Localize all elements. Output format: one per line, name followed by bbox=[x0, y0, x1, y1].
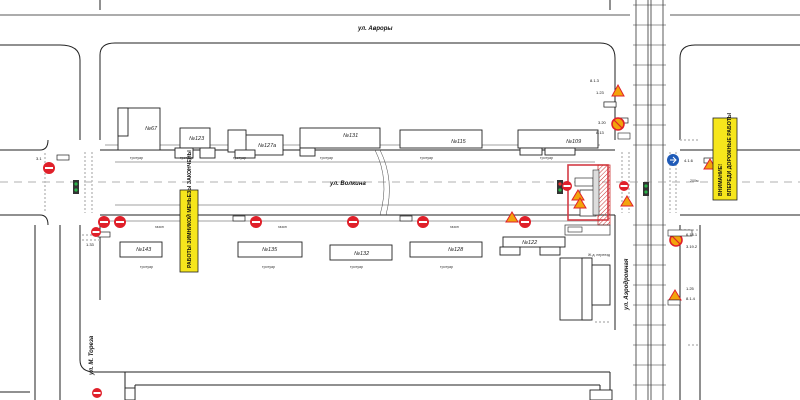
house-122-label: №122 bbox=[522, 240, 537, 246]
svg-text:тротуар: тротуар bbox=[262, 265, 275, 269]
house-131-label: №131 bbox=[343, 133, 358, 139]
no-turn-icon bbox=[611, 117, 625, 131]
sign-number-labels: 1.25 8.1.4 6.18.1 3.19.2 4.1.6 8.1.3 1.2… bbox=[36, 78, 698, 301]
traffic-light-right bbox=[643, 182, 649, 196]
no-entry-signs bbox=[43, 162, 629, 398]
roadwork-warning-icon bbox=[571, 189, 585, 201]
yellow-board-right-text-1: ВНИМАНИЕ! bbox=[718, 164, 724, 196]
svg-text:200м: 200м bbox=[690, 179, 699, 183]
yellow-board-right-text-2: ВПЕРЕДИ ДОРОЖНЫЕ РАБОТЫ bbox=[727, 113, 733, 196]
house-127a-label: №127а bbox=[258, 143, 276, 149]
roadwork-warning-icon bbox=[505, 211, 519, 223]
svg-text:3.19.2: 3.19.2 bbox=[686, 244, 698, 249]
svg-text:тротуар: тротуар bbox=[350, 265, 363, 269]
svg-text:тротуар: тротуар bbox=[140, 265, 153, 269]
yellow-board-right bbox=[712, 117, 738, 201]
house-143-label: №143 bbox=[136, 247, 152, 253]
traffic-light-worksite bbox=[557, 180, 563, 194]
svg-text:тротуар: тротуар bbox=[420, 156, 433, 160]
svg-text:3.20: 3.20 bbox=[598, 120, 607, 125]
blue-direction-sign bbox=[667, 154, 679, 166]
no-entry-icon bbox=[619, 181, 629, 191]
yellow-board-left-text: РАБОТЫ ЗИМНИКОЙ МЕНЬЕЗЫ ЗАКОНЧЕНЫ bbox=[185, 150, 193, 268]
svg-text:газон: газон bbox=[450, 225, 459, 229]
svg-text:1.25: 1.25 bbox=[686, 286, 695, 291]
building-109 bbox=[517, 129, 599, 149]
house-123-label: №123 bbox=[189, 136, 205, 142]
warning-signs bbox=[505, 83, 717, 301]
svg-text:3.1: 3.1 bbox=[36, 156, 42, 161]
svg-text:тротуар: тротуар bbox=[320, 156, 333, 160]
no-entry-icon bbox=[92, 388, 102, 398]
house-109-label: №109 bbox=[566, 139, 581, 145]
svg-text:8.1.4: 8.1.4 bbox=[686, 296, 696, 301]
no-entry-icon bbox=[114, 216, 126, 228]
svg-text:газон: газон bbox=[278, 225, 287, 229]
house-115-label: №115 bbox=[451, 139, 467, 145]
svg-text:6.18.1: 6.18.1 bbox=[686, 232, 698, 237]
roadside-labels: тротуар тротуар тротуар тротуар тротуар … bbox=[130, 156, 699, 269]
roadwork-warning-icon bbox=[620, 195, 634, 207]
yellow-board-left bbox=[179, 189, 199, 273]
railway bbox=[633, 0, 666, 400]
svg-text:тротуар: тротуар bbox=[440, 265, 453, 269]
buildings bbox=[117, 107, 613, 400]
building-131 bbox=[299, 127, 381, 149]
street-avrory-label: ул. Авроры bbox=[357, 26, 393, 32]
svg-text:газон: газон bbox=[155, 225, 164, 229]
building-135 bbox=[237, 241, 303, 258]
building-143 bbox=[119, 241, 163, 258]
svg-text:тротуар: тротуар bbox=[180, 156, 193, 160]
svg-text:1.33: 1.33 bbox=[86, 242, 95, 247]
building-122 bbox=[502, 236, 566, 248]
sign-plates bbox=[567, 101, 693, 306]
prohibition-signs bbox=[611, 117, 683, 247]
roadwork-warning-icon bbox=[573, 197, 587, 209]
no-entry-icon bbox=[98, 216, 110, 228]
building-123 bbox=[179, 127, 211, 149]
building-132 bbox=[329, 244, 393, 261]
traffic-light-left bbox=[73, 180, 79, 194]
svg-text:Ж.д. переезд: Ж.д. переезд bbox=[588, 253, 611, 257]
svg-text:тротуар: тротуар bbox=[130, 156, 143, 160]
street-toreza-label: ул. М. Тореза bbox=[89, 335, 95, 376]
street-volkina-label: ул. Волкина bbox=[329, 181, 366, 187]
building-115 bbox=[399, 129, 483, 149]
work-zone bbox=[564, 164, 611, 236]
no-entry-icon bbox=[417, 216, 429, 228]
svg-text:8.1.3: 8.1.3 bbox=[590, 78, 600, 83]
house-132-label: №132 bbox=[354, 251, 369, 257]
no-entry-icon bbox=[250, 216, 262, 228]
house-135-label: №135 bbox=[262, 247, 278, 253]
svg-text:8.13: 8.13 bbox=[596, 130, 605, 135]
roadwork-warning-icon bbox=[611, 83, 625, 97]
svg-text:тротуар: тротуар bbox=[540, 156, 553, 160]
house-67-label: №67 bbox=[145, 126, 158, 132]
street-aerodromnaya-label: ул. Аэродромная bbox=[624, 258, 630, 311]
building-128 bbox=[409, 241, 483, 258]
no-entry-icon bbox=[562, 181, 572, 191]
svg-text:1.23: 1.23 bbox=[596, 90, 605, 95]
svg-text:тротуар: тротуар bbox=[233, 156, 246, 160]
no-entry-icon bbox=[519, 216, 531, 228]
svg-text:4.1.6: 4.1.6 bbox=[684, 158, 694, 163]
no-entry-icon bbox=[91, 227, 101, 237]
roadwork-warning-icon bbox=[668, 289, 682, 301]
no-entry-icon bbox=[347, 216, 359, 228]
no-entry-icon bbox=[43, 162, 55, 174]
house-128-label: №128 bbox=[448, 247, 464, 253]
